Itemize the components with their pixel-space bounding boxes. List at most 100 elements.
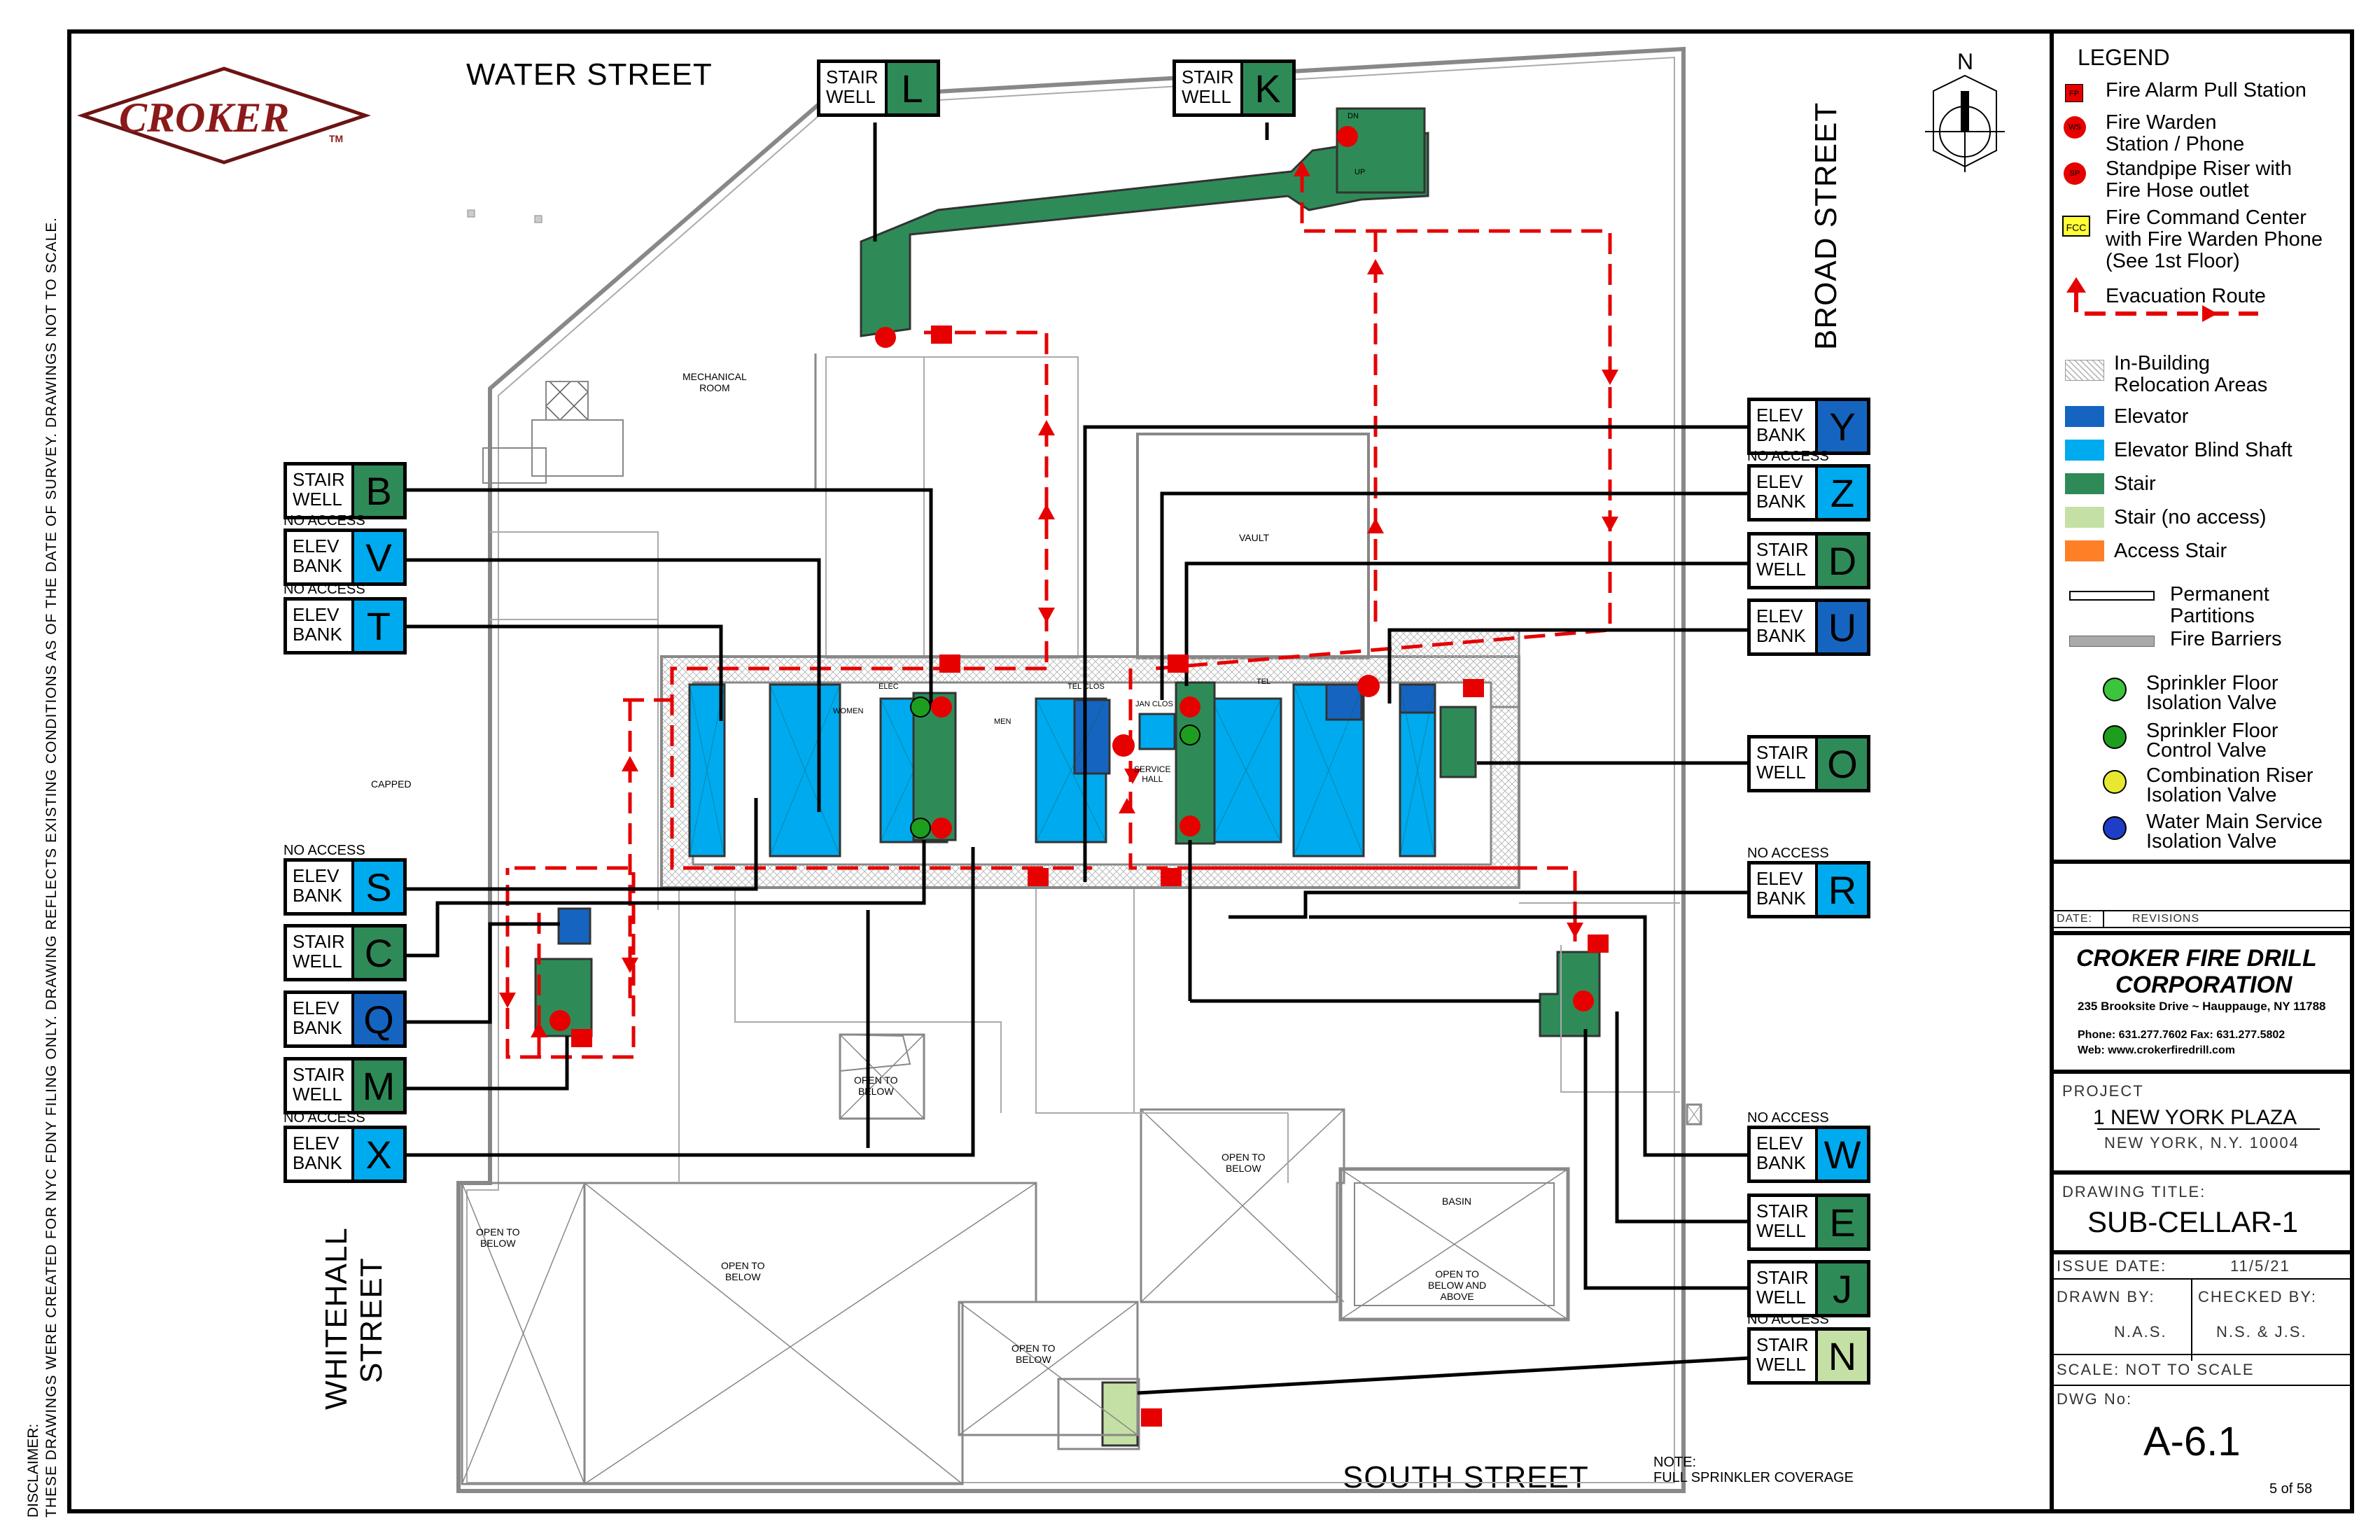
- street-south: SOUTH STREET: [1343, 1460, 1589, 1494]
- legend-area-access-stair: Access Stair: [2114, 540, 2227, 562]
- tag-letter: N: [1815, 1331, 1867, 1381]
- tag-caption-line2: BANK: [1756, 1152, 1806, 1173]
- tag-w-no-access: NO ACCESS: [1747, 1110, 1829, 1126]
- tag-letter: U: [1815, 602, 1867, 652]
- sp-icon: SP: [2064, 162, 2086, 185]
- tag-caption-line2: BANK: [1756, 888, 1806, 909]
- tag-letter: M: [351, 1060, 403, 1111]
- fire-markers: [550, 126, 1609, 1427]
- legend-valve-2: Sprinkler Floor Control Valve: [2146, 720, 2278, 762]
- tb-checked-label: CHECKED BY:: [2198, 1288, 2317, 1306]
- tag-letter: Y: [1815, 401, 1867, 451]
- tag-caption-line2: WELL: [1182, 86, 1231, 107]
- legend-item-fcc: Fire Command Center with Fire Warden Pho…: [2106, 206, 2323, 272]
- tag-caption-line2: WELL: [293, 489, 342, 510]
- tag-caption-line1: STAIR: [1756, 539, 1809, 560]
- tb-project-city: NEW YORK, N.Y. 10004: [2104, 1134, 2300, 1152]
- fp-marker: [1463, 679, 1484, 697]
- legend-area-stair: Stair: [2114, 472, 2156, 495]
- note-text: FULL SPRINKLER COVERAGE: [1653, 1470, 1854, 1485]
- tag-letter: D: [1815, 536, 1867, 586]
- tb-page: 5 of 58: [2269, 1481, 2313, 1497]
- tag-leader-lines: [399, 122, 1751, 1395]
- label-up: UP: [1354, 168, 1366, 176]
- legend-valve-1: Sprinkler Floor Isolation Valve: [2146, 672, 2278, 714]
- valve-icon-1: [2103, 678, 2127, 701]
- fp-marker: [1028, 868, 1049, 886]
- label-mechanical-room: MECHANICAL ROOM: [682, 371, 747, 393]
- tag-caption-line1: ELEV: [1756, 471, 1803, 492]
- tag-caption-line1: ELEV: [1756, 606, 1803, 626]
- stair-O-area: [1439, 706, 1477, 778]
- tag-letter: S: [351, 862, 403, 912]
- swatch-partition: [2069, 591, 2155, 601]
- sp-marker: [550, 1010, 570, 1031]
- legend-valve-3: Combination Riser Isolation Valve: [2146, 764, 2314, 806]
- tag-caption-line2: BANK: [293, 885, 342, 906]
- stair-M: [534, 958, 593, 1037]
- valve-icon-3: [2103, 770, 2127, 794]
- legend-item-ws: Fire Warden Station / Phone: [2106, 111, 2245, 155]
- label-men: MEN: [994, 718, 1011, 726]
- tag-r-no-access: NO ACCESS: [1747, 846, 1829, 861]
- ws-icon: WS: [2064, 116, 2086, 139]
- legend-item-route: Evacuation Route: [2106, 285, 2266, 307]
- tb-dwg-no: A-6.1: [2143, 1419, 2241, 1464]
- tag-caption-line1: STAIR: [293, 1064, 345, 1085]
- tag-t-no-access: NO ACCESS: [284, 582, 365, 597]
- tag-v-no-access: NO ACCESS: [284, 513, 365, 528]
- tag-caption-line1: STAIR: [1756, 1267, 1809, 1288]
- swatch-access-stair: [2065, 540, 2104, 561]
- fp-marker: [1161, 868, 1182, 886]
- tb-drawing-title-label: DRAWING TITLE:: [2062, 1183, 2206, 1200]
- label-basin: BASIN: [1442, 1196, 1472, 1207]
- tb-company-2: CORPORATION: [2115, 972, 2292, 998]
- sp-marker: [931, 696, 952, 718]
- tb-dwg-label: DWG No:: [2057, 1390, 2133, 1408]
- valve-marker: [1180, 724, 1200, 746]
- label-open-to-below-5: OPEN TO BELOW: [1011, 1343, 1056, 1365]
- tb-address: 235 Brooksite Drive ~ Hauppauge, NY 1178…: [2078, 1000, 2326, 1013]
- legend-area-stair-no-access: Stair (no access): [2114, 506, 2267, 528]
- legend-partitions: Permanent Partitions: [2170, 583, 2269, 627]
- croker-logo: CROKER TM: [77, 63, 371, 168]
- tag-z-no-access: NO ACCESS: [1747, 449, 1829, 464]
- tag-caption-line2: WELL: [1756, 762, 1806, 783]
- tag-letter: Z: [1815, 468, 1867, 518]
- titleblock-divider: [2050, 29, 2054, 1513]
- evacuation-route-icon: [2062, 277, 2265, 330]
- tag-caption-line2: WELL: [1756, 1287, 1806, 1308]
- tag-caption-line1: STAIR: [1756, 742, 1809, 763]
- label-tel: TEL: [1256, 678, 1271, 686]
- tag-caption-line1: ELEV: [293, 1133, 340, 1154]
- tag-caption-line2: WELL: [1756, 1354, 1806, 1375]
- fcc-icon: FCC: [2062, 216, 2090, 237]
- sp-marker: [1337, 126, 1358, 147]
- tb-checked-by: N.S. & J.S.: [2216, 1323, 2307, 1340]
- ws-marker: [1112, 734, 1135, 757]
- tag-letter: J: [1815, 1264, 1867, 1314]
- label-vault: VAULT: [1239, 532, 1270, 543]
- label-service-hall: SERVICE HALL: [1134, 764, 1171, 784]
